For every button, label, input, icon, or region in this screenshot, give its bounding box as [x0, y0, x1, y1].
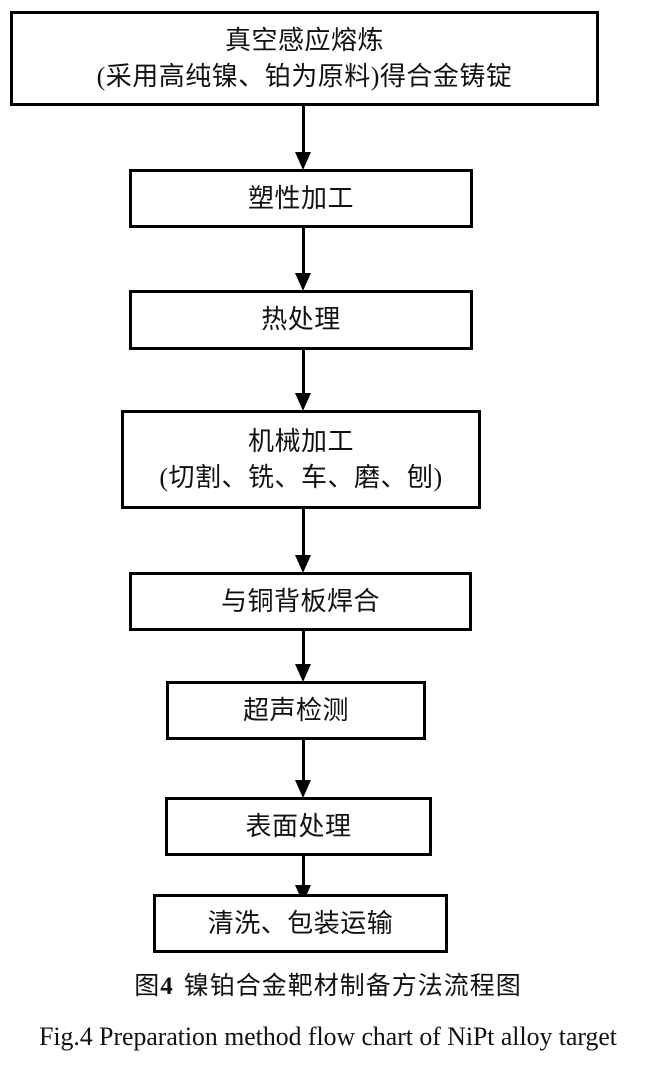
flow-node-vacuum-induction-melting: 真空感应熔炼 (采用高纯镍、铂为原料)得合金铸锭 — [10, 11, 599, 106]
figure-caption-block: 图4 镍铂合金靶材制备方法流程图 Fig.4 Preparation method… — [0, 968, 656, 1054]
arrow-stem — [302, 856, 305, 886]
arrow-stem — [302, 740, 305, 781]
flow-node-surface-treatment: 表面处理 — [165, 797, 432, 856]
arrow-head-icon — [295, 664, 311, 682]
flow-node-line-1: 塑性加工 — [247, 183, 354, 213]
flow-node-line-2: (采用高纯镍、铂为原料)得合金铸锭 — [96, 61, 513, 91]
arrow-head-icon — [295, 780, 311, 798]
arrow-head-icon — [295, 152, 311, 170]
flow-node-line-1: 清洗、包装运输 — [207, 908, 394, 938]
flow-node-line-1: 超声检测 — [242, 695, 349, 725]
arrow-stem — [302, 228, 305, 274]
arrow-head-icon — [295, 273, 311, 291]
flow-arrow-5 — [295, 631, 311, 682]
flow-node-line-1: 与铜背板焊合 — [220, 586, 380, 616]
figure-caption-chinese: 图4 镍铂合金靶材制备方法流程图 — [0, 968, 656, 1006]
flow-node-line-1: 机械加工 — [247, 426, 354, 456]
flow-node-line-1: 热处理 — [261, 305, 341, 335]
flow-node-plastic-working: 塑性加工 — [129, 169, 473, 228]
arrow-stem — [302, 350, 305, 394]
flow-node-ultrasonic-testing: 超声检测 — [166, 681, 426, 740]
flow-arrow-6 — [295, 740, 311, 798]
arrow-head-icon — [295, 555, 311, 573]
flow-node-cleaning-packaging-transport: 清洗、包装运输 — [153, 894, 448, 953]
flow-node-line-1: 表面处理 — [245, 811, 352, 841]
arrow-stem — [302, 106, 305, 153]
figure-caption-label: 图 — [134, 973, 161, 1000]
flow-node-line-1: 真空感应熔炼 — [224, 25, 384, 55]
arrow-stem — [302, 509, 305, 556]
figure-caption-chinese-title: 镍铂合金靶材制备方法流程图 — [183, 973, 522, 1000]
arrow-stem — [302, 631, 305, 665]
flow-arrow-3 — [295, 350, 311, 411]
figure-caption-english: Fig.4 Preparation method flow chart of N… — [39, 1022, 617, 1051]
flow-arrow-1 — [295, 106, 311, 170]
flow-node-line-2: (切割、铣、车、磨、刨) — [159, 462, 443, 492]
flow-node-welding-to-copper-backplate: 与铜背板焊合 — [129, 572, 472, 631]
flow-node-heat-treatment: 热处理 — [129, 290, 473, 350]
flow-arrow-4 — [295, 509, 311, 573]
flowchart-diagram: 真空感应熔炼 (采用高纯镍、铂为原料)得合金铸锭 塑性加工 热处理 机械加工 (… — [10, 11, 599, 953]
flow-node-machining: 机械加工 (切割、铣、车、磨、刨) — [121, 410, 481, 509]
flow-arrow-2 — [295, 228, 311, 291]
arrow-head-icon — [295, 393, 311, 411]
figure-caption-number: 4 — [160, 973, 174, 1000]
